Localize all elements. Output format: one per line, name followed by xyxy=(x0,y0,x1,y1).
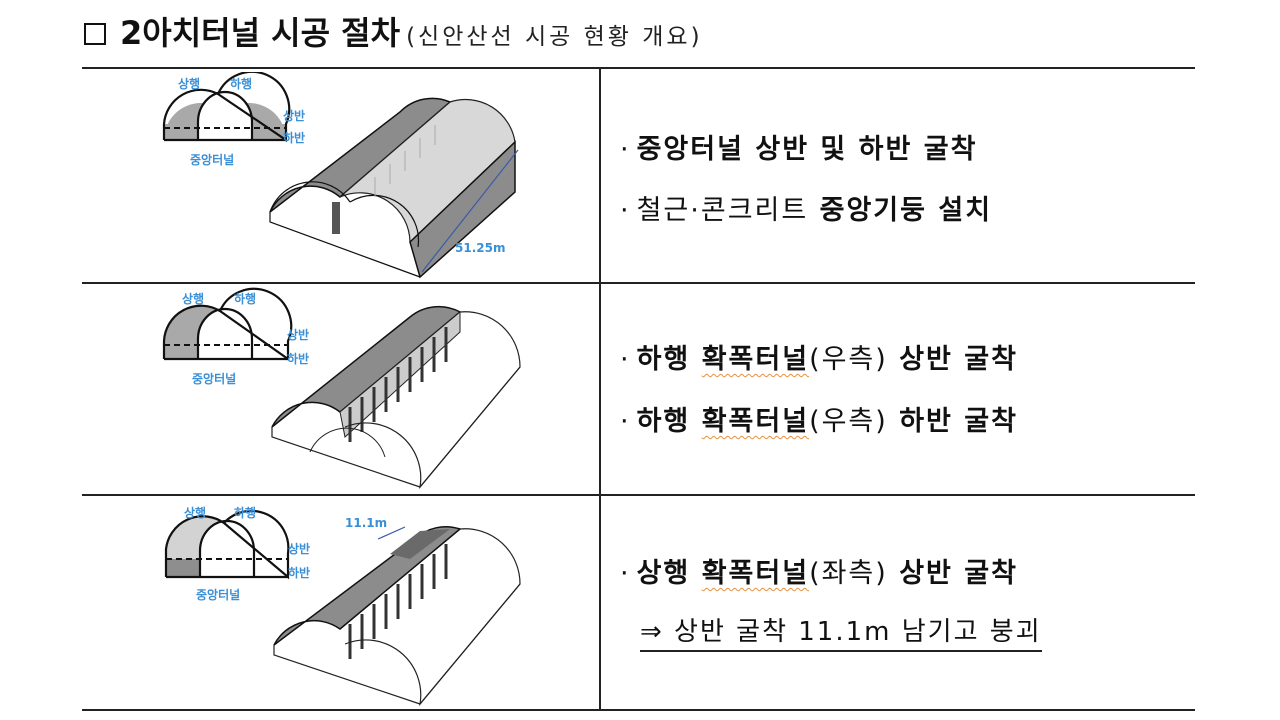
step-1-line-1: ·중앙터널 상반 및 하반 굴착 xyxy=(620,134,978,165)
step-2-figure: 상행 하행 상반 하반 중앙터널 xyxy=(150,287,600,492)
step-3-collapse-note: ⇒ 상반 굴착 11.1m 남기고 붕괴 xyxy=(640,611,1042,652)
title-main: 2아치터널 시공 절차 xyxy=(120,14,401,52)
step-2-line-1: ·하행 확폭터널(우측) 상반 굴착 xyxy=(620,344,1018,375)
step-1-description: ·중앙터널 상반 및 하반 굴착 ·철근·콘크리트 중앙기둥 설치 xyxy=(620,72,1180,282)
cross-section-icon: 상행 하행 상반 하반 중앙터널 xyxy=(162,287,309,386)
svg-text:중앙터널: 중앙터널 xyxy=(190,152,234,167)
svg-text:하행: 하행 xyxy=(234,291,256,306)
svg-text:51.25m: 51.25m xyxy=(455,241,505,255)
step-2-line-2: ·하행 확폭터널(우측) 하반 굴착 xyxy=(620,406,1018,437)
step-1-figure: 상행 하행 상반 하반 중앙터널 51.25m xyxy=(150,72,600,280)
cross-section-icon: 상행 하행 상반 하반 중앙터널 xyxy=(162,72,305,167)
svg-text:상행: 상행 xyxy=(182,291,204,306)
table-row-divider-2 xyxy=(82,494,1195,496)
svg-text:상반: 상반 xyxy=(283,108,305,123)
svg-text:상행: 상행 xyxy=(178,76,200,91)
svg-text:중앙터널: 중앙터널 xyxy=(196,587,240,602)
svg-text:상반: 상반 xyxy=(287,327,309,342)
svg-text:하반: 하반 xyxy=(283,130,305,145)
tunnel-3d-model: 51.25m xyxy=(269,97,519,279)
table-row-divider-1 xyxy=(82,282,1195,284)
step-2-description: ·하행 확폭터널(우측) 상반 굴착 ·하행 확폭터널(우측) 하반 굴착 xyxy=(620,287,1180,492)
svg-text:중앙터널: 중앙터널 xyxy=(192,371,236,386)
tunnel-diagram-step-1: 상행 하행 상반 하반 중앙터널 51.25m xyxy=(162,72,519,279)
svg-text:하행: 하행 xyxy=(234,505,256,520)
svg-text:상행: 상행 xyxy=(184,505,206,520)
svg-text:하행: 하행 xyxy=(230,76,252,91)
cross-section-icon: 상행 하행 상반 하반 중앙터널 xyxy=(164,505,310,602)
step-3-figure: 상행 하행 상반 하반 중앙터널 11.1m xyxy=(150,499,600,707)
svg-text:11.1m: 11.1m xyxy=(345,516,387,530)
table-top-rule xyxy=(82,67,1195,69)
title-subtitle: (신안산선 시공 현황 개요) xyxy=(406,24,703,50)
table-bottom-rule xyxy=(82,709,1195,711)
tunnel-diagram-step-3: 상행 하행 상반 하반 중앙터널 11.1m xyxy=(164,505,521,707)
tunnel-3d-model xyxy=(271,305,521,490)
page-title: 2아치터널 시공 절차 (신안산선 시공 현황 개요) xyxy=(84,8,703,52)
svg-text:하반: 하반 xyxy=(288,565,310,580)
step-3-description: ·상행 확폭터널(좌측) 상반 굴착 ⇒ 상반 굴착 11.1m 남기고 붕괴 xyxy=(620,499,1180,707)
table-column-divider xyxy=(599,68,601,710)
tunnel-3d-model: 11.1m xyxy=(273,516,521,707)
step-1-line-2: ·철근·콘크리트 중앙기둥 설치 xyxy=(620,195,993,226)
svg-text:하반: 하반 xyxy=(287,351,309,366)
checkbox-square-icon xyxy=(84,23,106,45)
svg-text:상반: 상반 xyxy=(288,541,310,556)
tunnel-diagram-step-2: 상행 하행 상반 하반 중앙터널 xyxy=(162,287,521,490)
step-3-line-1: ·상행 확폭터널(좌측) 상반 굴착 xyxy=(620,558,1018,589)
